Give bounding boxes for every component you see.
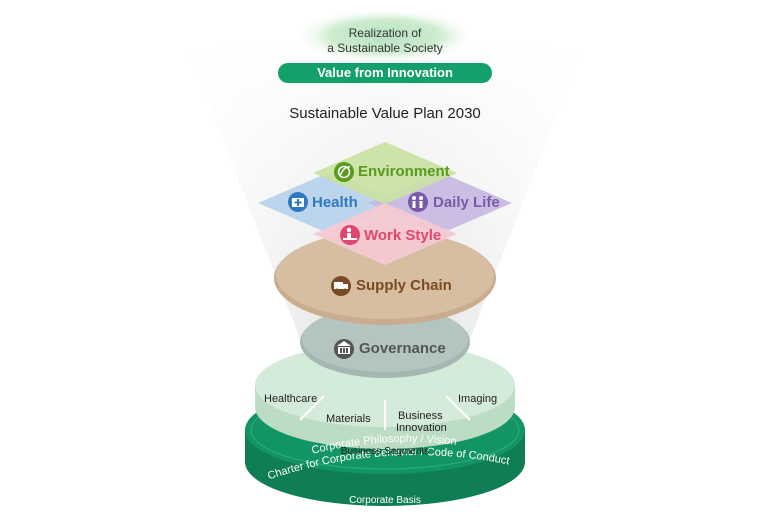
goal-glow [293, 8, 477, 64]
globe-leaf-icon [334, 162, 354, 182]
segment-materials: Materials [326, 413, 371, 425]
segments-title: Business Segments [340, 446, 430, 457]
theme-environment: Environment [358, 163, 450, 180]
goal-line2: a Sustainable Society [327, 41, 443, 55]
theme-governance: Governance [359, 340, 446, 357]
goal-line1: Realization of [348, 26, 422, 40]
building-icon [334, 339, 354, 359]
corporate-basis-title: Corporate Basis [349, 495, 421, 506]
work-style-diamond [313, 203, 457, 265]
segment-healthcare: Healthcare [264, 393, 318, 405]
plan-title: Sustainable Value Plan 2030 [289, 105, 481, 122]
segment-business: Business [398, 410, 443, 422]
theme-daily-life: Daily Life [433, 194, 500, 211]
theme-health: Health [312, 194, 358, 211]
environment-diamond [313, 142, 457, 204]
family-icon [408, 192, 428, 212]
innovation-bar [278, 63, 492, 83]
desk-worker-icon [340, 225, 360, 245]
medical-kit-icon [288, 192, 308, 212]
delivery-truck-icon [331, 276, 351, 296]
innovation-label: Value from Innovation [317, 65, 453, 80]
theme-supply-chain: Supply Chain [356, 277, 452, 294]
supply-chain-disc [274, 231, 496, 325]
theme-work-style: Work Style [364, 227, 442, 244]
segment-imaging: Imaging [458, 393, 498, 405]
segment-innovation: Innovation [396, 422, 447, 434]
